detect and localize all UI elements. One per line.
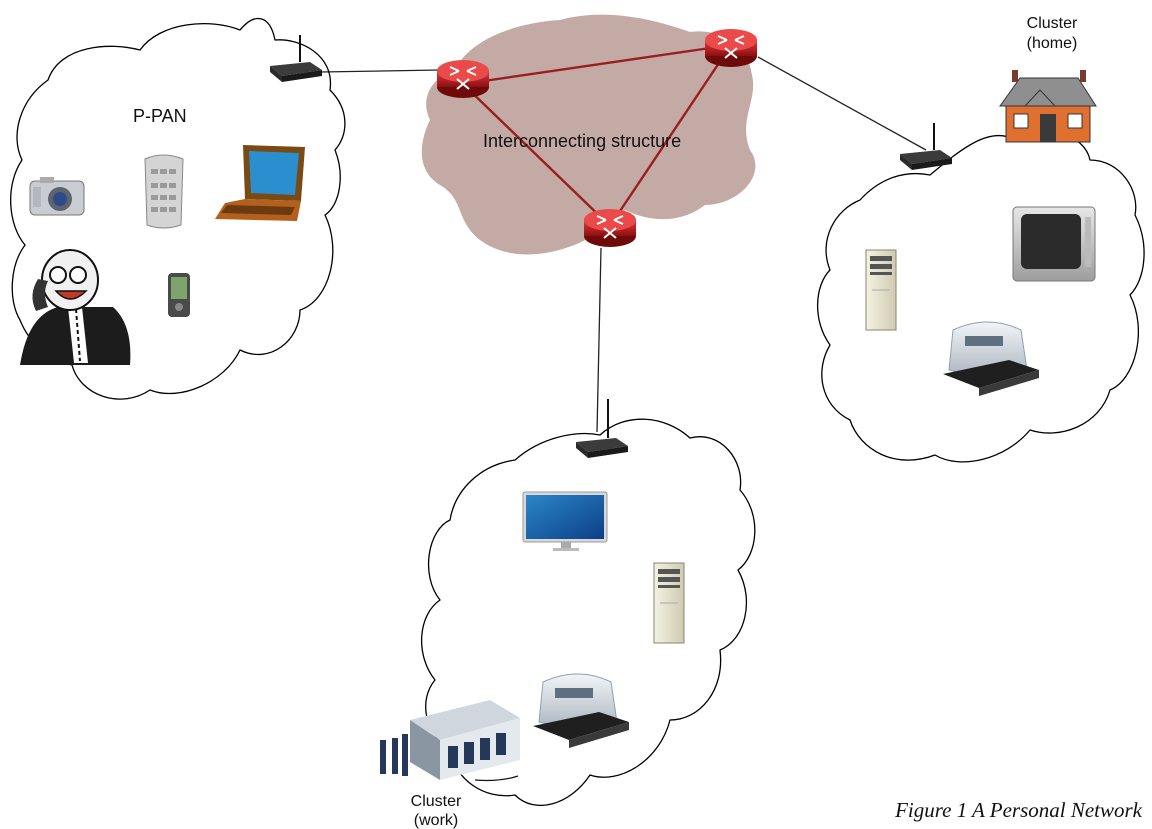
- core-link-right-bottom: [609, 44, 732, 227]
- router-right: [705, 29, 757, 67]
- core-links: [462, 43, 732, 227]
- desktop-tower-icon-work: [653, 562, 685, 644]
- interconnect-label: Interconnecting structure: [483, 131, 681, 151]
- home-access-point: [900, 123, 952, 170]
- home-label-line2: (home): [1027, 35, 1078, 52]
- core-link-left-right: [462, 43, 732, 86]
- camera-icon: [29, 177, 85, 216]
- house-icon: [999, 70, 1097, 143]
- remote-control-icon: [144, 154, 184, 229]
- work-cloud-outline: [421, 418, 756, 807]
- home-label-line1: Cluster: [1027, 15, 1078, 32]
- router-bottom: [584, 209, 636, 247]
- ppan-cloud-outline: [10, 17, 346, 400]
- core-link-left-bottom: [462, 83, 611, 227]
- work-label-line1: Cluster: [411, 793, 462, 810]
- office-building-icon: [380, 700, 520, 782]
- laptop-icon: [215, 145, 305, 221]
- figure-caption: Figure 1 A Personal Network: [895, 798, 1142, 822]
- ppan-access-point: [270, 35, 322, 82]
- link-home-ap: [757, 56, 927, 151]
- desktop-tower-icon: [865, 249, 897, 331]
- link-ppan-ap: [319, 69, 441, 73]
- router-left: [437, 60, 489, 98]
- ppan-label: P-PAN: [133, 106, 187, 126]
- core-cloud: [421, 14, 756, 255]
- pda-icon: [168, 273, 190, 317]
- printer-icon: [943, 321, 1039, 396]
- link-work-ap: [596, 247, 602, 433]
- monitor-icon: [522, 491, 608, 551]
- access-links: [319, 56, 927, 433]
- tv-icon: [1012, 206, 1096, 282]
- person-on-phone-icon: [20, 249, 131, 365]
- printer-icon-work: [533, 673, 629, 748]
- work-access-point: [576, 399, 628, 458]
- work-label-line2: (work): [414, 812, 458, 829]
